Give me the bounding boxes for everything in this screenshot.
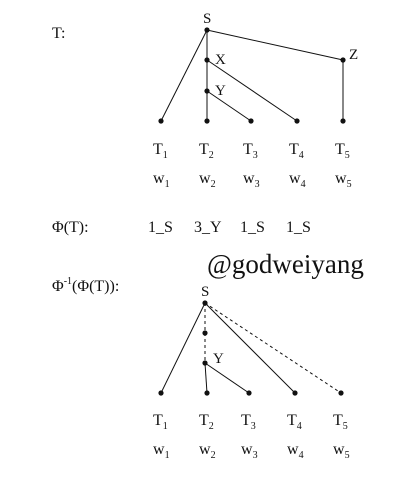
top-node-t1 [158, 118, 164, 124]
phi-label: Φ(T): [52, 219, 89, 236]
bottom-tag-2: T2 [199, 412, 214, 432]
top-node-t2 [204, 118, 210, 124]
bottom-node-t1 [158, 390, 164, 396]
phi-value-1: 1_S [148, 219, 173, 236]
bottom-edge-S-t4 [204, 302, 296, 394]
top-tag-1: T1 [153, 141, 168, 161]
top-word-5: w5 [335, 170, 352, 190]
bottom-edge-Y-t2 [204, 362, 208, 394]
watermark: @godweiyang [207, 249, 364, 279]
top-node-label-S: S [203, 11, 211, 27]
top-word-3: w3 [243, 170, 260, 190]
top-node-S [204, 27, 210, 33]
top-node-t5 [340, 118, 346, 124]
top-node-t3 [248, 118, 254, 124]
top-node-t4 [294, 118, 300, 124]
top-tag-3: T3 [243, 141, 258, 161]
phi-value-4: 1_S [286, 219, 311, 236]
original-tree: S XY Z T1 T2 T3 T4 T5 w1 w2 w3 w4 w5 [153, 11, 358, 190]
inverse-label-phi: Φ [52, 278, 64, 295]
top-node-Y [204, 88, 210, 94]
bottom-node-t2 [204, 390, 210, 396]
bottom-node-label-Y: Y [213, 351, 224, 367]
bottom-word-5: w5 [333, 441, 350, 461]
bottom-node-S [202, 300, 208, 306]
bottom-tag-1: T1 [153, 412, 168, 432]
top-word-1: w1 [153, 170, 170, 190]
bottom-tag-5: T5 [333, 412, 348, 432]
top-node-label-X: X [215, 52, 226, 68]
bottom-word-3: w3 [241, 441, 258, 461]
bottom-edge-S-t1 [160, 302, 206, 394]
bottom-node-m [202, 330, 208, 336]
reconstructed-tree: S Y T1 T2 T3 T4 T5 w1 w2 w3 w4 w5 [153, 284, 350, 461]
top-edge-S-Z [206, 29, 344, 61]
top-tag-5: T5 [335, 141, 350, 161]
inverse-label-sup: -1 [64, 276, 72, 287]
phi-value-3: 1_S [240, 219, 265, 236]
bottom-tag-3: T3 [241, 412, 256, 432]
tree-label: T: [52, 25, 65, 42]
bottom-node-t4 [292, 390, 298, 396]
top-node-label-Z: Z [349, 47, 358, 63]
phi-value-2: 3_Y [194, 219, 222, 236]
top-tag-4: T4 [289, 141, 304, 161]
bottom-word-4: w4 [287, 441, 304, 461]
bottom-edge-S-t5 [204, 302, 342, 394]
top-node-label-Y: Y [215, 83, 226, 99]
bottom-edge-Y-t3 [204, 362, 250, 394]
inverse-label-rest: (Φ(T)): [72, 278, 119, 295]
top-tag-2: T2 [199, 141, 214, 161]
bottom-node-label-S: S [201, 284, 209, 300]
bottom-node-Y [202, 360, 208, 366]
top-edge-Y-t3 [206, 90, 252, 122]
bottom-node-t5 [338, 390, 344, 396]
top-edge-S-t1 [160, 29, 208, 122]
top-edge-X-t4 [206, 59, 298, 122]
bottom-word-2: w2 [199, 441, 216, 461]
top-word-2: w2 [199, 170, 216, 190]
bottom-node-t3 [246, 390, 252, 396]
bottom-word-1: w1 [153, 441, 170, 461]
top-node-Z [340, 57, 346, 63]
inverse-label: Φ-1(Φ(T)): [52, 276, 119, 295]
top-word-4: w4 [289, 170, 306, 190]
bottom-tag-4: T4 [287, 412, 302, 432]
top-node-X [204, 57, 210, 63]
